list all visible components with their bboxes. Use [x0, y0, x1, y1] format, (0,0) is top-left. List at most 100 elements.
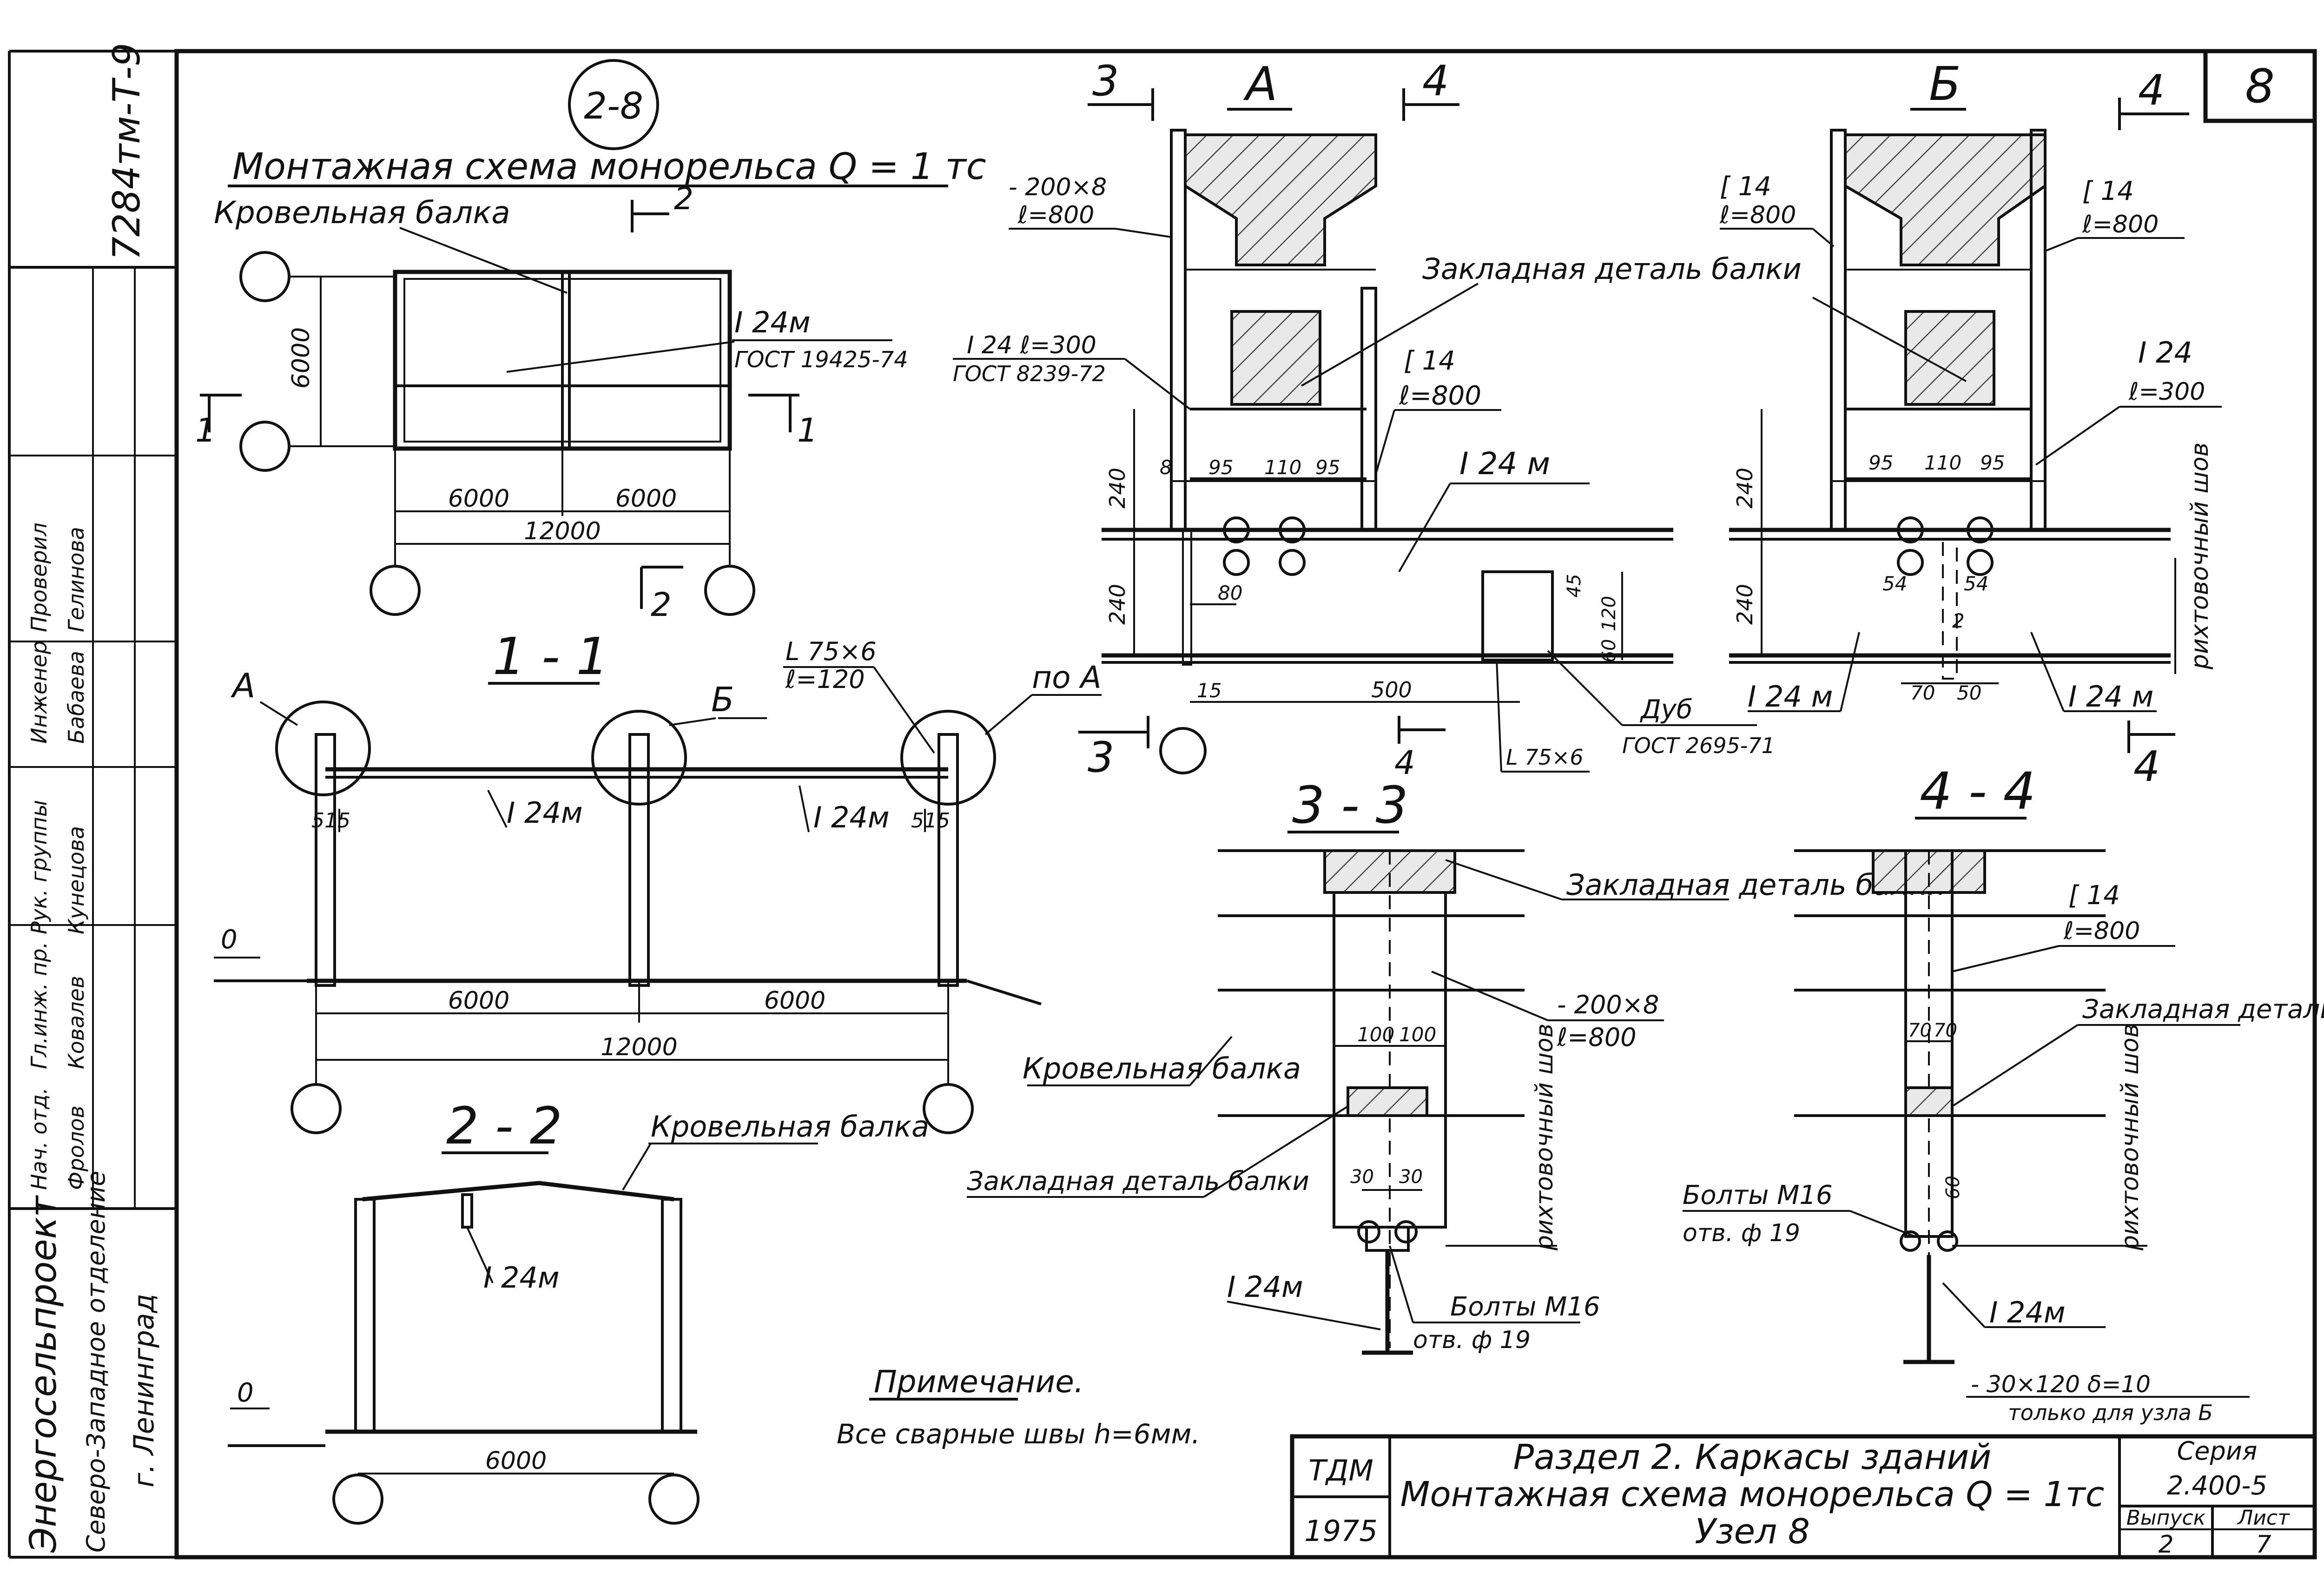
title-stamp: ТДМ 1975 Раздел 2. Каркасы зданий Монтаж… — [1290, 1434, 2317, 1560]
note-text: Все сварные швы h=6мм. — [837, 1418, 1200, 1450]
svg-text:515: 515 — [311, 809, 350, 833]
svg-text:Дуб: Дуб — [1639, 694, 1692, 725]
svg-text:Серия: Серия — [2177, 1436, 2258, 1466]
sheet-number-box: 8 — [2203, 49, 2317, 123]
section-4-4-title: 4 - 4 — [1920, 761, 2036, 821]
svg-text:12000: 12000 — [524, 517, 601, 545]
sheet-frame — [8, 49, 2317, 1560]
svg-text:А: А — [231, 666, 255, 705]
svg-text:95: 95 — [1315, 456, 1340, 479]
doc-code: 7284тм-Т-9 — [105, 43, 148, 260]
svg-text:Ковалев: Ковалев — [64, 976, 89, 1069]
svg-text:Гл.инж. пр.: Гл.инж. пр. — [26, 942, 52, 1069]
svg-text:рихтовочный шов: рихтовочный шов — [2186, 443, 2214, 670]
svg-text:6000: 6000 — [485, 1447, 547, 1475]
svg-text:95: 95 — [1868, 451, 1893, 474]
svg-text:Инженер: Инженер — [26, 641, 52, 744]
stamp-line2: Монтажная схема монорельса Q = 1тс — [1400, 1474, 2105, 1514]
svg-text:60: 60 — [1942, 1176, 1964, 1199]
svg-text:95: 95 — [1980, 451, 2005, 474]
node-b-title: Б — [1929, 57, 1961, 111]
svg-text:4: 4 — [2133, 742, 2160, 791]
stamp-line1: Раздел 2. Каркасы зданий — [1513, 1437, 1992, 1477]
svg-text:60: 60 — [1598, 639, 1620, 663]
svg-text:Бабаева: Бабаева — [64, 651, 89, 744]
svg-text:70: 70 — [1910, 681, 1935, 704]
svg-text:ℓ=800: ℓ=800 — [2063, 917, 2140, 945]
svg-text:[ 14: [ 14 — [1720, 172, 1771, 202]
svg-text:240: 240 — [1105, 468, 1130, 509]
svg-text:ℓ=300: ℓ=300 — [2128, 378, 2205, 406]
svg-text:Закладная деталь балки: Закладная деталь балки — [1422, 252, 1802, 286]
note-title: Примечание. — [874, 1364, 1084, 1400]
svg-text:Кровельная балка: Кровельная балка — [214, 195, 510, 231]
svg-text:8: 8 — [1160, 456, 1172, 479]
svg-text:отв. ф 19: отв. ф 19 — [1683, 1219, 1800, 1247]
svg-text:70: 70 — [1908, 1020, 1932, 1041]
section-2-2: 2 - 2 Кровельная балка I 24м 0 6000 — [228, 1096, 929, 1525]
svg-text:3: 3 — [1092, 57, 1119, 106]
svg-text:Фролов: Фролов — [64, 1105, 89, 1190]
side-city: г. Ленинград — [128, 1294, 160, 1487]
section-3-3-title: 3 - 3 — [1292, 775, 1408, 835]
svg-text:I 24 ℓ=300: I 24 ℓ=300 — [967, 331, 1096, 359]
main-title: Монтажная схема монорельса Q = 1 тс — [232, 146, 986, 188]
svg-text:L 75×6: L 75×6 — [1506, 745, 1584, 770]
svg-text:54: 54 — [1882, 572, 1907, 595]
svg-text:Закладная деталь балки: Закладная деталь балки — [2082, 994, 2324, 1025]
svg-text:30: 30 — [1399, 1166, 1423, 1188]
svg-text:I 24 м: I 24 м — [1459, 446, 1550, 482]
svg-text:рихтовочный шов: рихтовочный шов — [1531, 1024, 1558, 1251]
section-4-4: 4 - 4 [ 14 ℓ=800 Закладная деталь балки … — [1683, 761, 2324, 1425]
svg-text:4: 4 — [2138, 66, 2165, 115]
svg-text:Кунецова: Кунецова — [64, 826, 89, 934]
note: Примечание. Все сварные швы h=6мм. — [837, 1364, 1200, 1450]
svg-text:по А: по А — [1032, 660, 1102, 695]
svg-text:240: 240 — [1732, 584, 1757, 625]
svg-text:I 24м: I 24м — [483, 1261, 560, 1295]
svg-text:ℓ=800: ℓ=800 — [2082, 211, 2159, 238]
stamp-org: ТДМ — [1308, 1454, 1373, 1487]
svg-text:только для узла Б: только для узла Б — [2008, 1400, 2213, 1425]
svg-text:1: 1 — [195, 411, 216, 449]
section-1-1: 1 - 1 А Б по А L 75×6 ℓ=120 I 24м I 24м … — [214, 627, 1102, 1134]
svg-text:I 24: I 24 — [2138, 336, 2192, 370]
node-a-detail: 3 А 4 - 200×8 ℓ=800 Закладная — [953, 57, 1802, 782]
svg-text:I 24 м: I 24 м — [1748, 680, 1833, 714]
svg-text:1: 1 — [797, 411, 818, 449]
svg-text:[ 14: [ 14 — [2082, 176, 2134, 206]
svg-text:I 24м: I 24м — [734, 305, 811, 339]
svg-text:110: 110 — [1924, 451, 1961, 474]
svg-text:I 24м: I 24м — [1227, 1270, 1303, 1304]
svg-text:L 75×6: L 75×6 — [786, 637, 877, 666]
svg-text:2: 2 — [651, 586, 672, 624]
svg-text:70: 70 — [1934, 1020, 1957, 1041]
svg-text:Выпуск: Выпуск — [2126, 1506, 2206, 1530]
svg-text:54: 54 — [1964, 572, 1988, 595]
svg-text:ГОСТ 8239-72: ГОСТ 8239-72 — [953, 361, 1106, 386]
svg-text:- 30×120 δ=10: - 30×120 δ=10 — [1971, 1371, 2151, 1398]
plan-view: Кровельная балка 2 6000 I 24м ГОСТ 19425… — [195, 181, 908, 624]
svg-text:515: 515 — [911, 809, 950, 833]
svg-text:30: 30 — [1350, 1166, 1374, 1188]
svg-text:Кровельная балка: Кровельная балка — [651, 1110, 929, 1144]
svg-text:7: 7 — [2256, 1531, 2271, 1559]
svg-text:0: 0 — [221, 925, 238, 955]
svg-text:Болты М16: Болты М16 — [1450, 1292, 1600, 1322]
node-b-detail: Б 4 [ 14 ℓ=800 [ 14 ℓ=800 I 24 ℓ=300 — [1719, 57, 2222, 791]
side-org: Энергосельпроект — [23, 1195, 65, 1553]
svg-text:ℓ=800: ℓ=800 — [1399, 381, 1481, 411]
svg-text:I 24м: I 24м — [813, 800, 890, 834]
stamp-series: 2.400-5 — [2167, 1471, 2267, 1501]
svg-text:2: 2 — [674, 181, 693, 217]
svg-text:6000: 6000 — [448, 485, 509, 513]
svg-text:12000: 12000 — [601, 1033, 677, 1061]
node-a-title: А — [1243, 57, 1277, 111]
svg-text:ℓ=120: ℓ=120 — [785, 665, 865, 694]
svg-text:3: 3 — [1088, 733, 1114, 782]
svg-text:2: 2 — [2158, 1531, 2173, 1559]
section-3-3: 3 - 3 Закладная деталь балки - 200×8 ℓ=8… — [967, 775, 1946, 1355]
svg-text:Б: Б — [711, 680, 734, 719]
svg-text:I 24м: I 24м — [1989, 1296, 2066, 1329]
